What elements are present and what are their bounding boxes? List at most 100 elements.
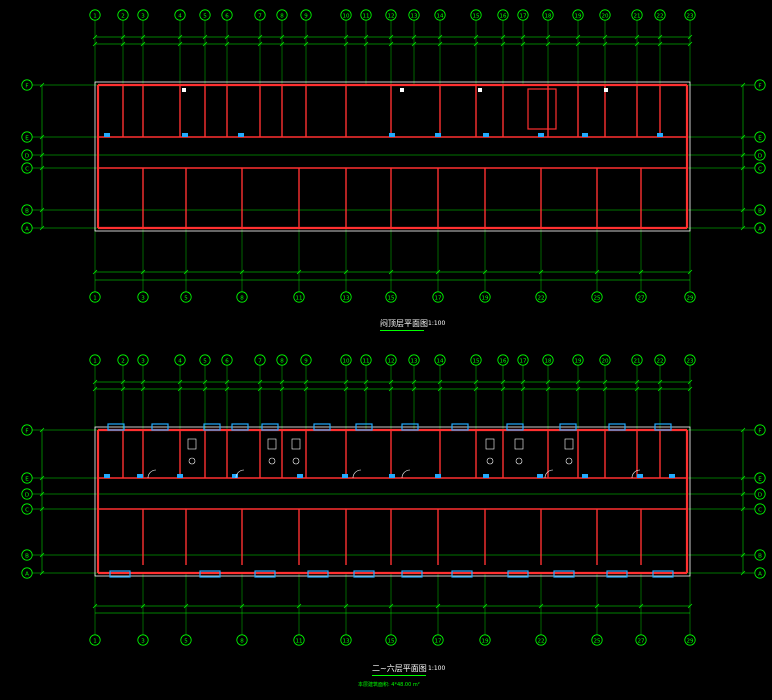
plan-1-tick-top2-8 (303, 41, 309, 47)
plan-1-tick-top-10 (363, 34, 369, 40)
plan-1-tick-top2-3 (177, 41, 183, 47)
plan-1-tick-top2-11 (388, 41, 394, 47)
plan-2-row-bubble-right-A (754, 567, 766, 579)
plan-2-tick-right-0 (740, 427, 746, 433)
plan-1-axis-bubble-bottom-13-label: 13 (343, 295, 350, 301)
plan-1-row-bubble-right-B (754, 204, 766, 216)
plan-1-tick-bottom-6 (388, 269, 394, 275)
plan-1-tick-bottom-3 (239, 269, 245, 275)
plan-2-tick-top-1 (120, 379, 126, 385)
plan-2-axis-bubble-bottom-25-label: 25 (594, 638, 601, 644)
plan-1-tick-top2-6 (257, 41, 263, 47)
plan-2-tick-top-21 (657, 379, 663, 385)
plan-2-door-arc-4 (544, 469, 554, 479)
plan-2-row-bubble-right-E-label: E (758, 476, 762, 482)
plan-2-window-north-8 (451, 423, 469, 431)
plan-1-tick-left-1 (39, 134, 45, 140)
plan-2-axis-bubble-top-7-label: 7 (258, 358, 262, 364)
plan-1-tick-top2-19 (602, 41, 608, 47)
plan-2-window-north-7 (401, 423, 419, 431)
plan-1-row-bubble-right-A (754, 222, 766, 234)
plan-2-fixture-2 (291, 438, 301, 450)
plan-2-tick-top2-18 (575, 386, 581, 392)
plan-1-tick-right-4 (740, 207, 746, 213)
plan-1-tick-bottom-2 (183, 269, 189, 275)
plan-1-tick-bottom-8 (482, 269, 488, 275)
plan-2-axis-bubble-bottom-17-label: 17 (435, 638, 442, 644)
plan-2-window-south-0 (109, 570, 131, 578)
plan-1-axis-bubble-top-8-label: 8 (280, 13, 284, 19)
plan-2-door-arc-5 (631, 469, 641, 479)
plan-2-axis-bubble-bottom-13-label: 13 (343, 638, 350, 644)
plan-1-axis-bubble-bottom-1-label: 1 (93, 295, 97, 301)
plan-2-tick-bottom-0 (92, 603, 98, 609)
plan-2-tick-left-1 (39, 475, 45, 481)
plan-2-window-south-3 (307, 570, 329, 578)
plan-1-axis-bubble-bottom-19-label: 19 (482, 295, 489, 301)
plan-2-tick-top2-5 (224, 386, 230, 392)
plan-1-tick-top-15 (500, 34, 506, 40)
plan-1-axis-bubble-top-11-label: 11 (363, 13, 370, 19)
plan-2-tick-top-2 (140, 379, 146, 385)
plan-2-axis-bubble-top-21-label: 21 (634, 358, 641, 364)
plan-2-tick-right-5 (740, 570, 746, 576)
plan-1-tick-top-20 (634, 34, 640, 40)
plan-2-axis-bubble-bottom-29-label: 29 (687, 638, 694, 644)
plan-2-axis-bubble-top-18-label: 18 (545, 358, 552, 364)
plan-2-door-mark-4 (297, 474, 303, 478)
plan-1-tick-top2-0 (92, 41, 98, 47)
plan-1-axis-bubble-top-16-label: 16 (500, 13, 507, 19)
plan-1-axis-bubble-top-1-label: 1 (93, 13, 97, 19)
plan-1-tick-bottom-5 (343, 269, 349, 275)
plan-1-row-bubble-right-C (754, 162, 766, 174)
plan-1-tick-right-3 (740, 165, 746, 171)
plan-2-tick-top2-4 (202, 386, 208, 392)
plan-2-title-underline (372, 675, 426, 676)
plan-2-window-south-7 (507, 570, 529, 578)
plan-1-tick-top2-7 (279, 41, 285, 47)
plan-2-window-north-5 (313, 423, 331, 431)
plan-2-axis-bubble-bottom-22-label: 22 (538, 638, 545, 644)
plan-2-axis-bubble-bottom-27-label: 27 (638, 638, 645, 644)
plan-2-tick-bottom-4 (296, 603, 302, 609)
plan-1-axis-bubble-bottom-29-label: 29 (687, 295, 694, 301)
plan-2-tick-top-5 (224, 379, 230, 385)
plan-2-tick-top-22 (687, 379, 693, 385)
plan-2-axis-bubble-top-13-label: 13 (411, 358, 418, 364)
plan-1-door-mark-2 (238, 133, 244, 137)
plan-2-window-north-0 (107, 423, 125, 431)
plan-1-tick-top-12 (411, 34, 417, 40)
plan-2-tick-top2-19 (602, 386, 608, 392)
plan-1-tick-top-18 (575, 34, 581, 40)
plan-1-row-bubble-right-F (754, 79, 766, 91)
plan-2-tick-top2-16 (520, 386, 526, 392)
plan-2-scale: 1:100 (428, 665, 446, 672)
plan-2-fixture-0 (187, 438, 197, 450)
plan-2-row-bubble-right-D (754, 488, 766, 500)
plan-1-axis-bubble-bottom-17-label: 17 (435, 295, 442, 301)
plan-1-tick-left-5 (39, 225, 45, 231)
plan-1-axis-bubble-bottom-27-label: 27 (638, 295, 645, 301)
plan-2-window-north-3 (231, 423, 249, 431)
plan-1-tick-right-5 (740, 225, 746, 231)
plan-2-tick-left-3 (39, 506, 45, 512)
plan-1-row-bubble-left-B-label: B (25, 208, 29, 214)
plan-2-tick-top-6 (257, 379, 263, 385)
plan-2-row-bubble-right-B (754, 549, 766, 561)
plan-2-fixture-4 (514, 438, 524, 450)
plan-2-fixture-1 (267, 438, 277, 450)
plan-2-tick-top2-15 (500, 386, 506, 392)
plan-2-axis-bubble-top-14-label: 14 (437, 358, 444, 364)
plan-2-tick-top2-17 (545, 386, 551, 392)
plan-1-axis-bubble-top-4-label: 4 (178, 13, 182, 19)
plan-2-window-south-10 (652, 570, 674, 578)
plan-1-row-bubble-right-D (754, 149, 766, 161)
plan-2-axis-bubble-top-9-label: 9 (304, 358, 308, 364)
plan-1-axis-bubble-top-9-label: 9 (304, 13, 308, 19)
plan-1-axis-bubble-top-10-label: 10 (343, 13, 350, 19)
plan-1-row-bubble-left-E-label: E (25, 135, 29, 141)
plan-1-stair-opening (527, 88, 557, 130)
plan-2-axis-bubble-top-10-label: 10 (343, 358, 350, 364)
plan-2-row-bubble-right-F (754, 424, 766, 436)
plan-2-row-bubble-right-B-label: B (758, 553, 762, 559)
